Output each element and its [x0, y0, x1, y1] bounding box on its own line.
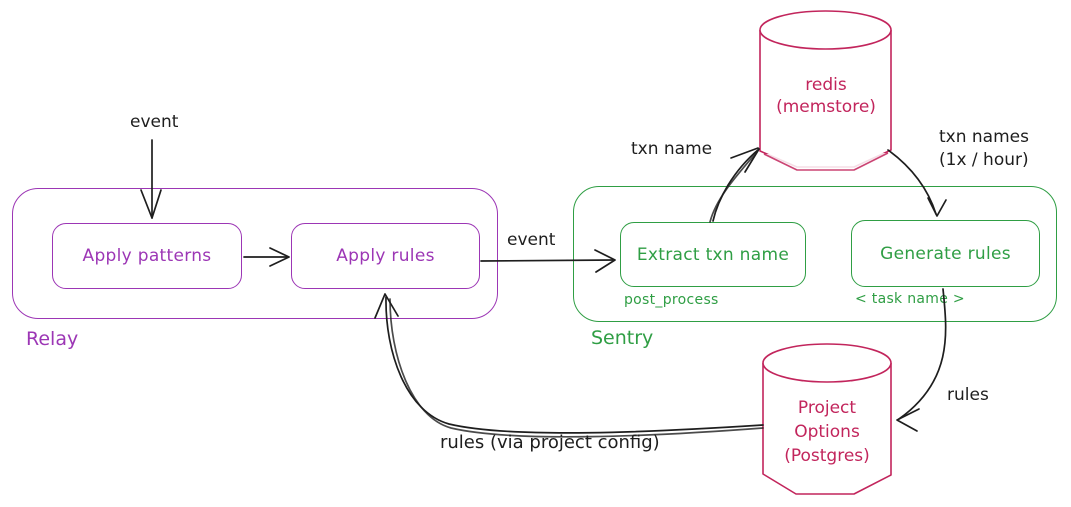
postgres-label-line3: (Postgres) — [784, 446, 870, 466]
extract-txn-name-box: Extract txn name — [620, 222, 806, 287]
sentry-container — [573, 186, 1057, 322]
rules-via-label: rules (via project config) — [440, 432, 660, 453]
generate-caption: < task name > — [855, 291, 965, 307]
redis-label-line2: (memstore) — [776, 97, 876, 117]
relay-container — [12, 188, 498, 319]
redis-cylinder-bottom-inner — [763, 152, 889, 171]
postgres-label: Project Options (Postgres) — [762, 396, 892, 468]
generate-rules-box: Generate rules — [851, 220, 1040, 287]
txn-names-line1: txn names — [939, 127, 1029, 147]
apply-patterns-label: Apply patterns — [82, 246, 212, 266]
txn-name-label: txn name — [631, 139, 713, 159]
txn-names-line2: (1x / hour) — [939, 150, 1029, 170]
apply-rules-box: Apply rules — [291, 223, 480, 289]
event-in-label: event — [130, 112, 179, 132]
postgres-cylinder-top — [762, 343, 892, 383]
redis-cylinder-top — [759, 10, 892, 50]
apply-rules-label: Apply rules — [336, 246, 435, 266]
redis-label: redis (memstore) — [756, 74, 896, 118]
apply-patterns-box: Apply patterns — [52, 223, 242, 289]
extract-caption: post_process — [624, 292, 719, 308]
postgres-label-line2: Options — [794, 422, 860, 442]
postgres-label-line1: Project — [797, 398, 857, 418]
txn-names-label: txn names (1x / hour) — [939, 126, 1029, 172]
generate-rules-label: Generate rules — [880, 243, 1011, 264]
redis-label-line1: redis — [805, 75, 847, 95]
relay-group-label: Relay — [26, 328, 79, 350]
extract-txn-name-label: Extract txn name — [636, 244, 790, 265]
sentry-group-label: Sentry — [591, 327, 654, 349]
event-mid-label: event — [507, 230, 556, 250]
rules-label: rules — [947, 385, 989, 405]
